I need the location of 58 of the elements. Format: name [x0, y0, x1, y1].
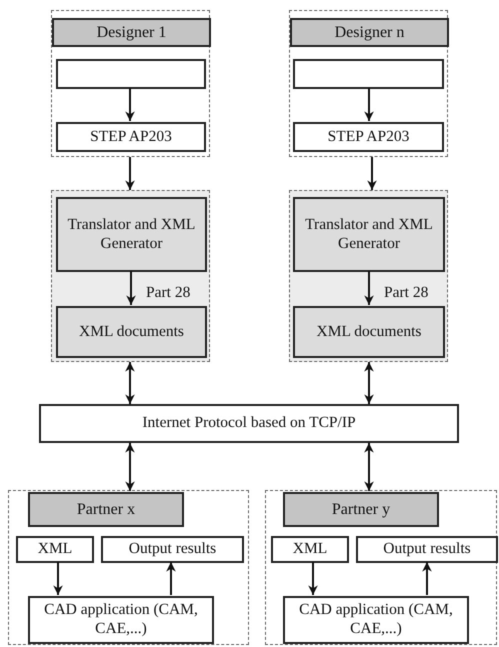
header-box: [28, 492, 184, 527]
box-text: Translator and XML Generator: [304, 216, 434, 254]
arrow: [364, 362, 374, 404]
arrow: [364, 443, 374, 491]
header-box: [52, 18, 211, 47]
box-text: Internet Protocol based on TCP/IP: [141, 414, 357, 433]
box-text: STEP AP203: [326, 128, 410, 146]
box-text: STEP AP203: [89, 128, 173, 146]
header-text: Designer n: [334, 22, 406, 42]
edge-label: Part 28: [145, 285, 192, 300]
dashed-group: [8, 490, 249, 645]
dashed-group: [51, 10, 210, 157]
process-box: [293, 122, 444, 152]
process-box: [28, 596, 214, 644]
arrow: [125, 443, 135, 491]
arrow: [125, 362, 135, 404]
process-box: [101, 536, 244, 563]
arrow: [125, 157, 135, 190]
arrow: [125, 88, 135, 121]
header-text: Partner y: [330, 500, 392, 520]
dashed-group: [51, 190, 210, 362]
box-text: XML: [36, 540, 74, 559]
process-box: [56, 59, 206, 89]
box-text: XML: [292, 540, 328, 559]
process-box: [56, 306, 207, 358]
process-box: [283, 596, 469, 644]
box-text: CAD application (CAM, CAE,...): [43, 601, 199, 639]
header-text: Designer 1: [96, 22, 168, 42]
arrow: [53, 562, 63, 595]
arrow: [166, 562, 176, 595]
process-box: [356, 536, 498, 563]
box-text: Output results: [128, 540, 218, 559]
process-box: [293, 197, 445, 272]
process-box: [293, 59, 444, 89]
process-box: [293, 306, 445, 358]
arrow: [422, 562, 432, 595]
edge-label: Part 28: [383, 285, 430, 300]
box-text: Translator and XML Generator: [66, 216, 196, 254]
box-text: XML documents: [78, 322, 185, 342]
process-box: [16, 536, 94, 563]
arrow: [364, 88, 374, 121]
header-text: Partner x: [76, 500, 136, 520]
arrow: [364, 271, 374, 305]
process-box: [56, 122, 206, 152]
process-box: [39, 404, 459, 443]
arrow: [367, 157, 377, 190]
dashed-group: [289, 190, 448, 362]
box-text: Output results: [382, 540, 472, 559]
process-box: [271, 536, 349, 563]
box-text: CAD application (CAM, CAE,...): [298, 601, 454, 639]
header-box: [283, 492, 439, 527]
header-box: [290, 18, 449, 47]
arrow: [126, 271, 136, 305]
box-text: XML documents: [316, 322, 422, 342]
dashed-group: [265, 490, 497, 645]
dashed-group: [289, 10, 448, 157]
arrow: [308, 562, 318, 595]
process-box: [56, 197, 207, 272]
